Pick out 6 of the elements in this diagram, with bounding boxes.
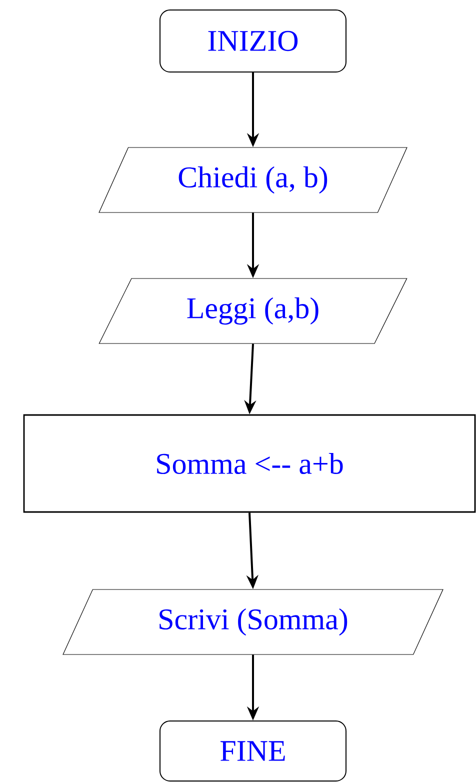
terminal-box: FINE (160, 720, 346, 782)
terminal-box: INIZIO (160, 10, 346, 72)
input-output-parallelogram: Chiedi (a, b) (98, 147, 408, 213)
process-box: Somma <-- a+b (23, 414, 476, 513)
input-output-parallelogram: Scrivi (Somma) (62, 589, 444, 655)
input-output-parallelogram: Leggi (a,b) (98, 278, 408, 344)
